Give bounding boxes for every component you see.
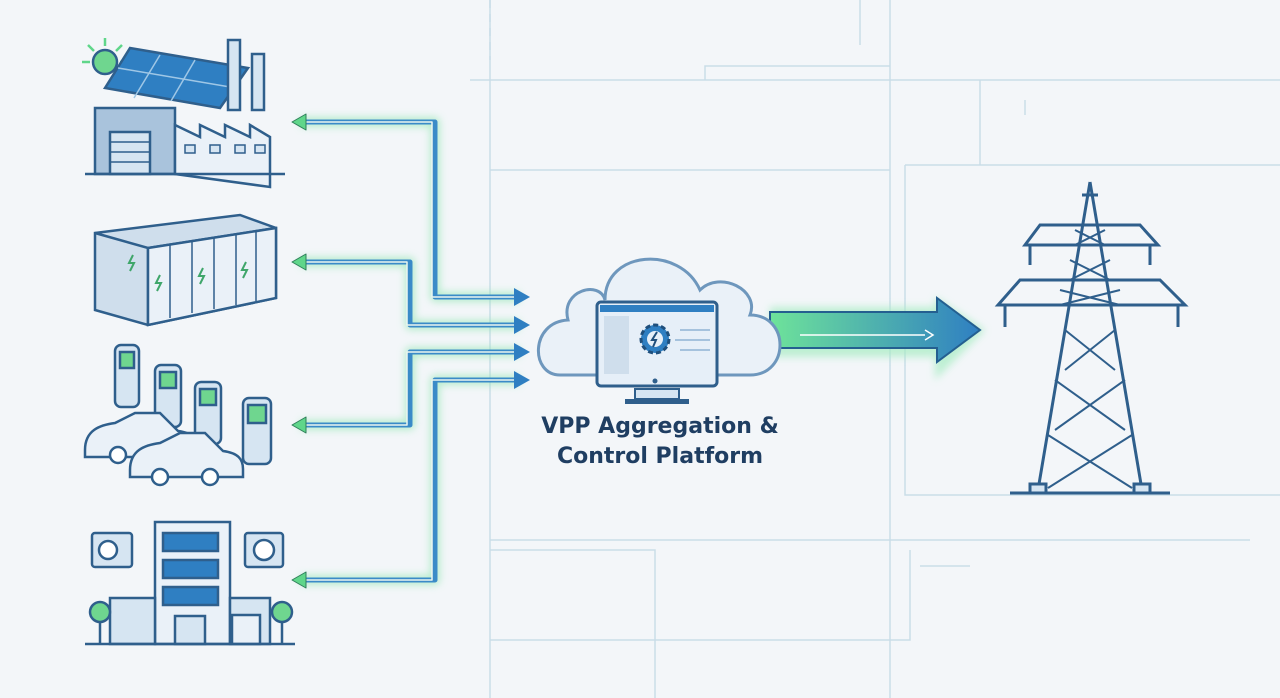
platform-title-line1: VPP Aggregation & bbox=[541, 414, 779, 439]
ev-charger-icon bbox=[83, 343, 273, 487]
connector-arrows bbox=[291, 113, 530, 589]
cloud-platform-icon bbox=[537, 257, 782, 404]
background-lines bbox=[470, 0, 1280, 698]
platform-title: VPP Aggregation & Control Platform bbox=[520, 412, 800, 472]
output-arrow bbox=[769, 296, 985, 380]
battery-container-icon bbox=[93, 213, 278, 327]
arrow-head-solar bbox=[291, 113, 307, 131]
platform-title-line2: Control Platform bbox=[556, 444, 764, 469]
solar-factory-icon bbox=[82, 38, 285, 189]
building-hvac-icon bbox=[85, 520, 295, 646]
transmission-tower-icon bbox=[994, 181, 1189, 495]
